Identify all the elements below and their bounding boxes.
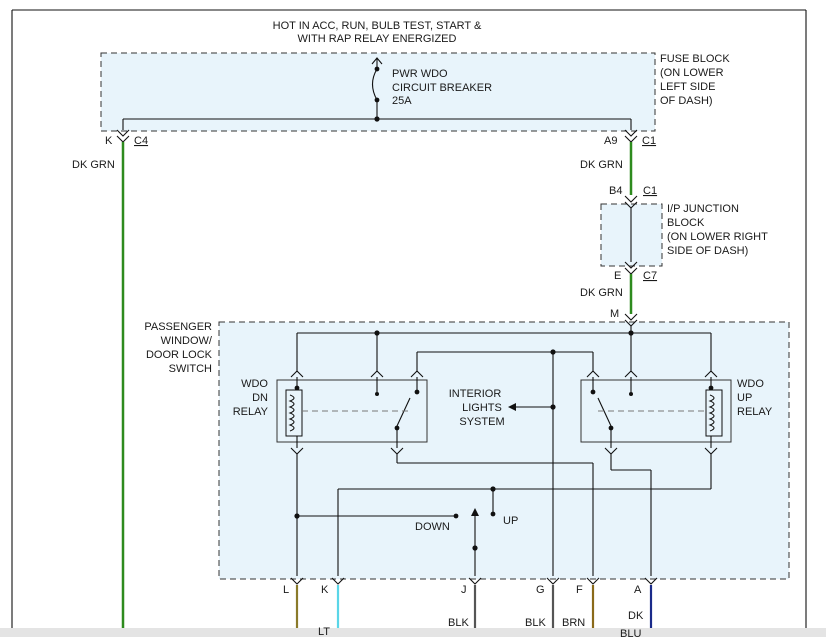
right-wire-label-2: DK GRN [580, 287, 623, 299]
svg-text:INTERIOR: INTERIOR [449, 388, 502, 400]
passenger-switch-label: PASSENGER WINDOW/ DOOR LOCK SWITCH [144, 321, 213, 375]
interior-lights-label: INTERIOR LIGHTS SYSTEM [449, 388, 505, 428]
svg-text:(ON LOWER RIGHT: (ON LOWER RIGHT [667, 231, 768, 243]
pin-g-label: G [536, 584, 545, 596]
svg-text:I/P JUNCTION: I/P JUNCTION [667, 203, 739, 215]
pin-l-label: L [283, 584, 289, 596]
svg-text:UP: UP [737, 392, 752, 404]
svg-text:PASSENGER: PASSENGER [144, 321, 212, 333]
svg-text:LIGHTS: LIGHTS [462, 402, 502, 414]
c1-fuse-label: C1 [642, 135, 656, 147]
fuse-block-label: FUSE BLOCK (ON LOWER LEFT SIDE OF DASH) [660, 53, 730, 107]
svg-text:SWITCH: SWITCH [169, 363, 212, 375]
pin-f-label: F [576, 584, 583, 596]
up-relay-box [580, 379, 732, 443]
dn-relay-switch-arm [396, 397, 411, 427]
wire-g-color: BLK [525, 617, 546, 629]
svg-text:FUSE BLOCK: FUSE BLOCK [660, 53, 730, 65]
wire-a-color-1: DK [628, 610, 644, 622]
pin-a-label: A [634, 584, 642, 596]
svg-text:WDO: WDO [241, 378, 268, 390]
circuit-breaker-symbol [371, 68, 378, 101]
svg-text:CIRCUIT BREAKER: CIRCUIT BREAKER [392, 82, 492, 94]
header-line-1: HOT IN ACC, RUN, BULB TEST, START & [273, 20, 482, 32]
bottom-connectors [290, 577, 658, 585]
c4-pin: K [105, 135, 113, 147]
up-relay-switch-arm [597, 397, 612, 427]
dn-relay-coil [285, 389, 303, 437]
ip-junction-label: I/P JUNCTION BLOCK (ON LOWER RIGHT SIDE … [667, 203, 768, 257]
up-relay-coil [705, 389, 723, 437]
svg-text:WDO: WDO [737, 378, 764, 390]
passenger-switch-box [218, 321, 790, 580]
svg-text:WINDOW/: WINDOW/ [161, 335, 213, 347]
svg-text:BLOCK: BLOCK [667, 217, 705, 229]
svg-text:OF DASH): OF DASH) [660, 95, 713, 107]
wire-k-color: LT [318, 626, 330, 637]
c4-connector [116, 129, 130, 143]
left-wire-label: DK GRN [72, 159, 115, 171]
ip-top-pin: B4 [609, 185, 622, 197]
dn-relay-label: WDO DN RELAY [233, 378, 269, 418]
c4-label: C4 [134, 135, 148, 147]
up-relay-label: WDO UP RELAY [737, 378, 773, 418]
svg-text:(ON LOWER: (ON LOWER [660, 67, 724, 79]
down-label: DOWN [415, 521, 450, 533]
svg-text:DOOR LOCK: DOOR LOCK [146, 349, 213, 361]
pin-j-label: J [461, 584, 467, 596]
svg-text:PWR WDO: PWR WDO [392, 68, 448, 80]
up-label: UP [503, 515, 518, 527]
bottom-strip [0, 628, 826, 637]
c1-fuse-connector [624, 129, 638, 143]
ip-bottom-pin: E [614, 270, 621, 282]
svg-text:SYSTEM: SYSTEM [459, 416, 504, 428]
pin-k-label: K [321, 584, 329, 596]
breaker-label: PWR WDO CIRCUIT BREAKER 25A [392, 68, 492, 107]
svg-text:RELAY: RELAY [737, 406, 773, 418]
wire-a-color-2: BLU [620, 628, 641, 637]
svg-text:25A: 25A [392, 95, 412, 107]
right-wire-label-1: DK GRN [580, 159, 623, 171]
switch-input-pin: M [610, 308, 619, 320]
c1-fuse-pin: A9 [604, 135, 617, 147]
ip-top-connector: C1 [643, 185, 657, 197]
svg-text:DN: DN [252, 392, 268, 404]
header-line-2: WITH RAP RELAY ENERGIZED [298, 33, 457, 45]
svg-text:SIDE OF DASH): SIDE OF DASH) [667, 245, 748, 257]
svg-text:LEFT SIDE: LEFT SIDE [660, 81, 715, 93]
svg-text:RELAY: RELAY [233, 406, 269, 418]
dn-relay-box [276, 379, 428, 443]
wire-f-color: BRN [562, 617, 585, 629]
wire-j-color: BLK [448, 617, 469, 629]
ip-bottom-connector: C7 [643, 270, 657, 282]
